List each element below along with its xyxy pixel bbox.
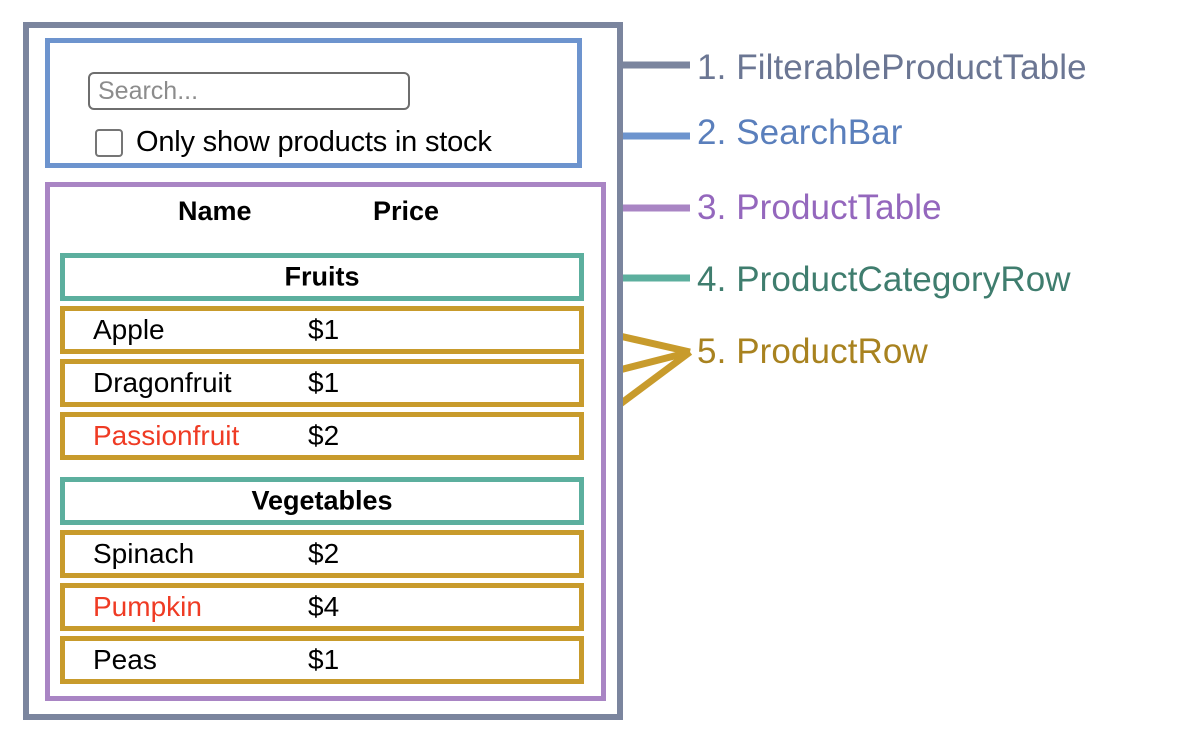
product-row: Pumpkin $4	[60, 583, 584, 631]
checkbox-unchecked-icon[interactable]	[95, 128, 123, 157]
product-price: $1	[308, 367, 340, 398]
legend-item-product-row: 5. ProductRow	[697, 332, 928, 371]
product-name: Spinach	[93, 538, 195, 569]
stock-filter-row[interactable]: Only show products in stock	[95, 126, 492, 159]
column-header-name: Name	[178, 196, 252, 226]
product-category-row: Vegetables	[60, 477, 584, 525]
product-row: Apple $1	[60, 306, 584, 354]
product-price: $1	[308, 314, 340, 345]
product-row: Passionfruit $2	[60, 412, 584, 460]
product-category-label: Vegetables	[251, 485, 393, 516]
product-category-row: Fruits	[60, 253, 584, 301]
product-category-label: Fruits	[284, 261, 360, 292]
product-name: Peas	[93, 644, 157, 675]
search-input[interactable]	[88, 72, 410, 110]
column-header-price: Price	[373, 196, 440, 226]
legend-item-filterable-product-table: 1. FilterableProductTable	[697, 48, 1087, 87]
product-row: Peas $1	[60, 636, 584, 684]
stock-filter-label: Only show products in stock	[136, 126, 492, 158]
product-row: Dragonfruit $1	[60, 359, 584, 407]
product-name: Apple	[93, 314, 165, 345]
product-price: $1	[308, 644, 340, 675]
product-price: $4	[308, 591, 340, 622]
legend-item-search-bar: 2. SearchBar	[697, 113, 903, 152]
product-name: Dragonfruit	[93, 367, 232, 398]
product-table-header: Name Price	[60, 196, 584, 240]
product-price: $2	[308, 538, 340, 569]
legend-item-product-category-row: 4. ProductCategoryRow	[697, 260, 1071, 299]
legend-item-product-table: 3. ProductTable	[697, 188, 942, 227]
product-row: Spinach $2	[60, 530, 584, 578]
product-name: Pumpkin	[93, 591, 202, 622]
product-price: $2	[308, 420, 340, 451]
product-name: Passionfruit	[93, 420, 240, 451]
